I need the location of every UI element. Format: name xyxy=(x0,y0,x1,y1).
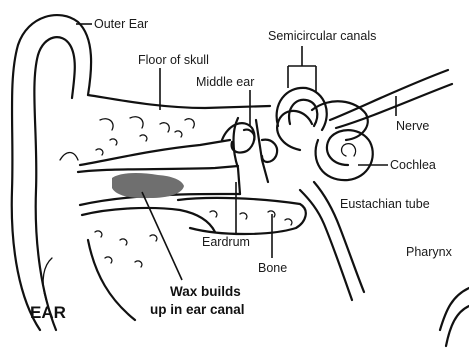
cochlea-drawing xyxy=(316,130,373,180)
label-wax-line2: up in ear canal xyxy=(150,302,245,317)
label-eustachian-tube: Eustachian tube xyxy=(340,197,430,211)
label-cochlea: Cochlea xyxy=(390,158,436,172)
label-bone: Bone xyxy=(258,261,287,275)
label-cochlea-group: Cochlea xyxy=(358,158,436,172)
label-middle-ear: Middle ear xyxy=(196,75,254,89)
label-eardrum: Eardrum xyxy=(202,235,250,249)
skull-floor-drawing xyxy=(80,95,270,165)
ear-canal-drawing xyxy=(78,166,240,205)
label-semicircular-canals-group: Semicircular canals xyxy=(268,29,376,92)
middle-ear-drawing xyxy=(222,118,277,194)
label-floor-of-skull: Floor of skull xyxy=(138,53,209,67)
label-middle-ear-group: Middle ear xyxy=(196,75,254,126)
label-pharynx: Pharynx xyxy=(406,245,453,259)
label-outer-ear-group: Outer Ear xyxy=(76,17,148,31)
label-semicircular-canals: Semicircular canals xyxy=(268,29,376,43)
label-eustachian-tube-group: Eustachian tube xyxy=(340,197,430,211)
label-nerve: Nerve xyxy=(396,119,429,133)
label-bone-group: Bone xyxy=(258,214,287,275)
semicircular-canals-drawing xyxy=(277,88,368,150)
label-wax-group: Wax builds up in ear canal xyxy=(142,192,245,317)
label-wax-line1: Wax builds xyxy=(170,284,241,299)
label-pharynx-group: Pharynx xyxy=(406,245,453,259)
label-outer-ear: Outer Ear xyxy=(94,17,148,31)
label-eardrum-group: Eardrum xyxy=(202,182,250,249)
label-nerve-group: Nerve xyxy=(396,96,429,133)
label-ear-title: EAR xyxy=(30,303,66,322)
earwax-blob xyxy=(112,173,184,198)
nerve-drawing xyxy=(330,70,452,128)
